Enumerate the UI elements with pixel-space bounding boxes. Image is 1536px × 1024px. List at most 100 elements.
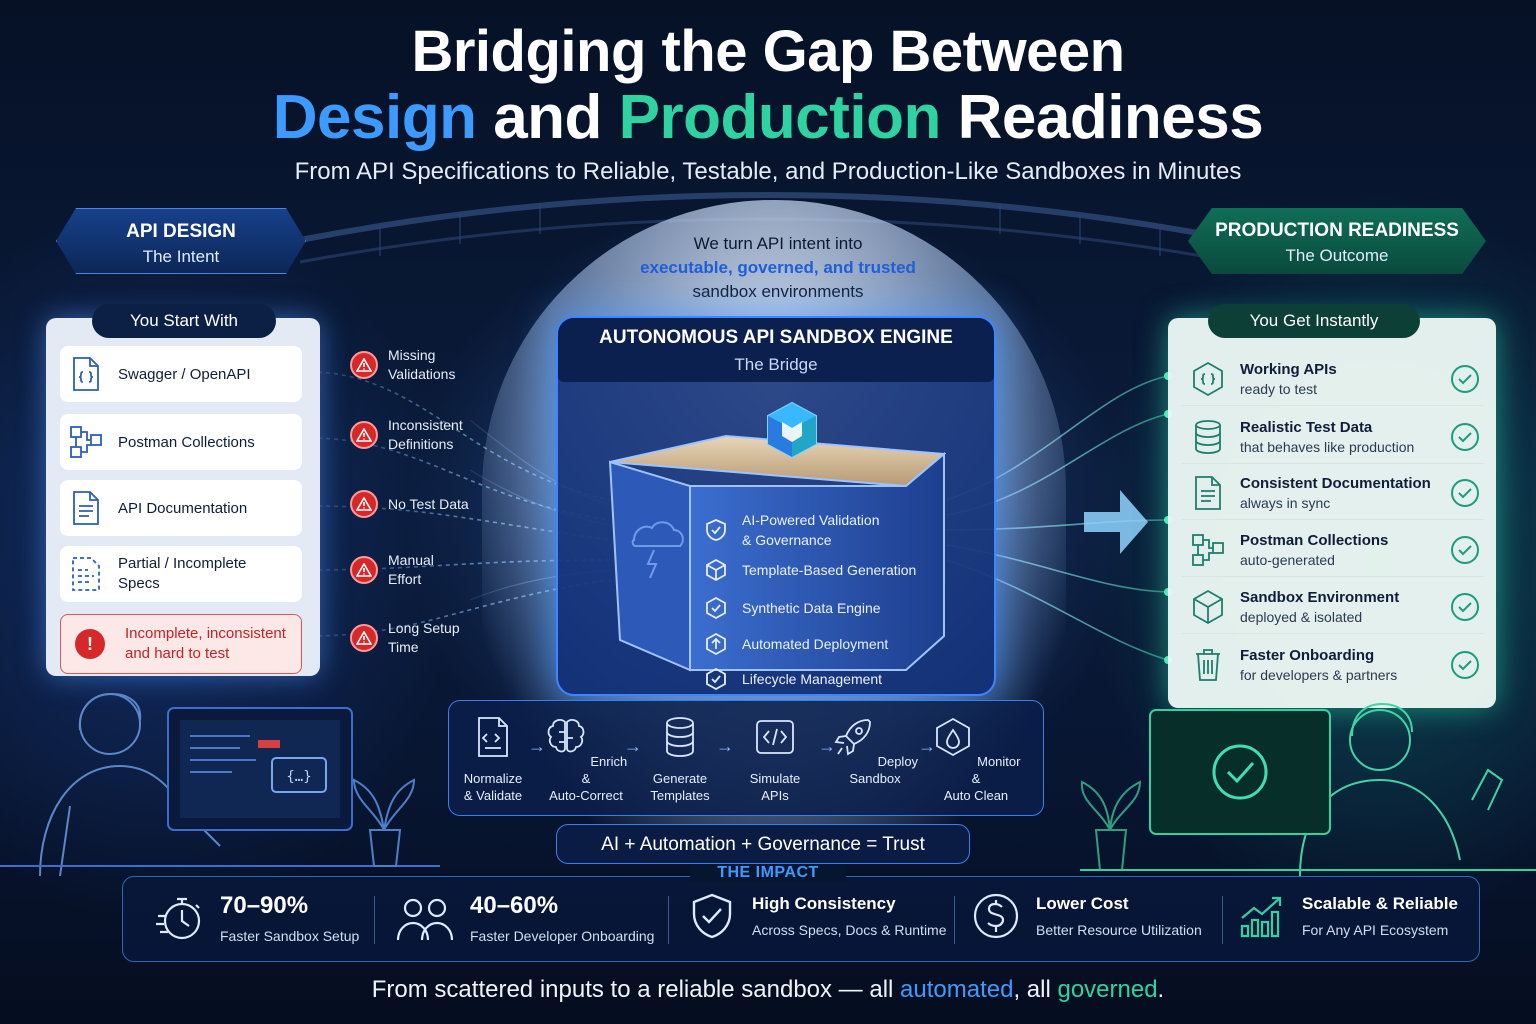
cube-logo-icon	[767, 401, 817, 459]
shield-check-icon	[692, 893, 732, 939]
impact-value: 40–60%	[470, 892, 559, 919]
step-line2: & Validate	[463, 788, 523, 803]
production-readiness-badge: PRODUCTION READINESS The Outcome	[1188, 208, 1486, 274]
intro-line-2: executable, governed, and trusted	[640, 258, 916, 277]
title-word-readiness: Readiness	[940, 83, 1264, 152]
intro-line-3: sandbox environments	[692, 282, 864, 301]
input-item-partial-specs: Partial / Incomplete Specs	[60, 546, 302, 602]
title-word-and: and	[476, 83, 619, 152]
feature-line1: AI-Powered Validation	[742, 512, 880, 528]
step-line1: Monitor &	[971, 754, 1021, 786]
step-line1: Deploy	[877, 754, 919, 769]
impact-description: Faster Developer Onboarding	[470, 928, 655, 944]
arrow-right-icon: →	[624, 736, 642, 756]
intro-line-1: We turn API intent into	[693, 234, 863, 253]
developer-at-desk-right-illustration	[1080, 702, 1536, 876]
impact-divider	[954, 896, 955, 944]
title-line-2: Design and Production Readiness	[0, 82, 1536, 153]
arrow-right-icon: →	[716, 736, 734, 756]
footer-part-3: , all	[1013, 976, 1058, 1003]
feature-ai-validation: AI-Powered Validation & Governance	[704, 510, 879, 550]
impact-sandbox-setup: 70–90% Faster Sandbox Setup	[156, 892, 359, 944]
title-word-production: Production	[618, 83, 942, 152]
feature-synthetic-data: Synthetic Data Engine	[704, 596, 881, 620]
exclamation-icon: !	[75, 629, 105, 659]
problem-line1: No Test Data	[388, 496, 469, 512]
rocket-icon	[834, 719, 871, 756]
warning-triangle-icon	[350, 421, 378, 449]
feature-line2: & Governance	[742, 532, 832, 548]
impact-description: Faster Sandbox Setup	[220, 928, 360, 944]
problem-line2: Validations	[388, 366, 456, 382]
step-line1: Enrich &	[581, 754, 628, 786]
check-circle-icon	[1451, 593, 1479, 621]
step-line2: Templates	[650, 788, 710, 803]
document-icon	[1190, 475, 1226, 511]
problem-line1: Inconsistent	[388, 417, 463, 433]
input-item-label: Partial / Incomplete Specs	[118, 555, 247, 592]
problem-line2: Time	[388, 639, 419, 655]
subtitle: From API Specifications to Reliable, Tes…	[294, 158, 1242, 185]
pipeline-panel	[448, 700, 1044, 816]
title-line-1: Bridging the Gap Between	[411, 19, 1125, 84]
dollar-icon	[973, 893, 1019, 939]
cube-icon	[706, 558, 726, 582]
trust-equation: AI + Automation + Governance = Trust	[556, 824, 970, 864]
developer-at-desk-left-illustration: {…}	[0, 692, 440, 876]
footer-part-5: .	[1157, 976, 1165, 1003]
outcome-title: Postman Collections	[1240, 531, 1389, 549]
outcome-sandbox-environment: Sandbox Environment deployed & isolated	[1182, 580, 1484, 634]
step-line1: Simulate	[749, 771, 801, 786]
step-line2: Auto-Correct	[549, 788, 623, 803]
problem-line2: Definitions	[388, 436, 454, 452]
feature-lifecycle-management: Lifecycle Management	[704, 667, 882, 691]
check-circle-icon	[1451, 365, 1479, 393]
outcome-title: Sandbox Environment	[1240, 588, 1400, 606]
cleanup-icon	[935, 717, 970, 757]
impact-divider	[1222, 896, 1223, 944]
network-nodes-icon	[68, 424, 104, 460]
outcome-subtitle: deployed & isolated	[1240, 608, 1363, 625]
check-circle-icon	[1451, 423, 1479, 451]
impact-description: Across Specs, Docs & Runtime	[752, 922, 947, 938]
impact-onboarding: 40–60% Faster Developer Onboarding	[396, 892, 654, 944]
impact-value: Scalable & Reliable	[1302, 894, 1458, 913]
database-icon	[666, 717, 694, 757]
problem-no-test-data: No Test Data	[350, 490, 480, 518]
input-item-swagger: Swagger / OpenAPI	[60, 346, 302, 402]
outcome-title: Working APIs	[1240, 360, 1337, 378]
impact-value: Lower Cost	[1036, 894, 1129, 913]
outcome-subtitle: that behaves like production	[1240, 438, 1415, 455]
sandbox-box-illustration	[608, 434, 946, 672]
impact-description: Better Resource Utilization	[1036, 922, 1202, 938]
dashed-doc-icon	[68, 556, 104, 592]
problem-line1: Manual	[388, 552, 434, 568]
input-item-label: Swagger / OpenAPI	[118, 365, 251, 383]
feature-line1: Template-Based Generation	[742, 562, 917, 578]
check-circle-icon	[1451, 536, 1479, 564]
step-monitor: Monitor &Auto Clean	[931, 716, 1021, 804]
outcome-subtitle: for developers & partners	[1240, 667, 1398, 683]
outcome-subtitle: auto-generated	[1240, 551, 1335, 568]
code-file-icon	[1190, 361, 1226, 397]
inputs-card-pill: You Start With	[92, 304, 276, 338]
center-intro: We turn API intent into executable, gove…	[560, 232, 996, 304]
impact-divider	[668, 896, 669, 944]
outcomes-card-pill: You Get Instantly	[1208, 304, 1420, 338]
warning-triangle-icon	[350, 556, 378, 584]
feature-template-generation: Template-Based Generation	[704, 558, 916, 582]
step-line1: Normalize	[463, 771, 523, 786]
impact-value: 70–90%	[220, 892, 309, 919]
brain-icon	[547, 719, 585, 753]
impact-label: THE IMPACT	[690, 864, 846, 882]
warning-triangle-icon	[350, 351, 378, 379]
check-circle-icon	[1451, 651, 1479, 679]
